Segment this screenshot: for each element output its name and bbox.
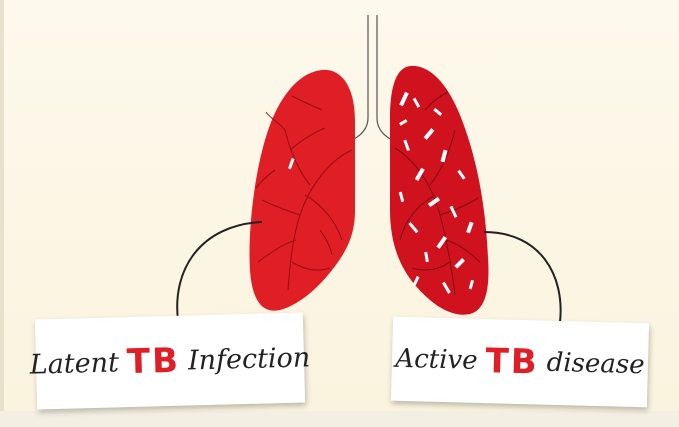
- latent-label-prefix: Latent: [29, 347, 119, 380]
- active-tb-label-card: Active TB disease: [391, 317, 649, 408]
- right-connector-line: [484, 232, 561, 322]
- right-lung: [390, 66, 488, 315]
- active-label-tb: TB: [485, 341, 539, 382]
- latent-label-tb: TB: [126, 341, 180, 382]
- latent-label-suffix: Infection: [188, 342, 311, 376]
- active-label-suffix: disease: [546, 348, 645, 381]
- active-label-prefix: Active: [395, 344, 478, 376]
- latent-tb-label-card: Latent TB Infection: [35, 313, 305, 410]
- left-connector-line: [177, 222, 262, 320]
- left-lung: [250, 70, 355, 311]
